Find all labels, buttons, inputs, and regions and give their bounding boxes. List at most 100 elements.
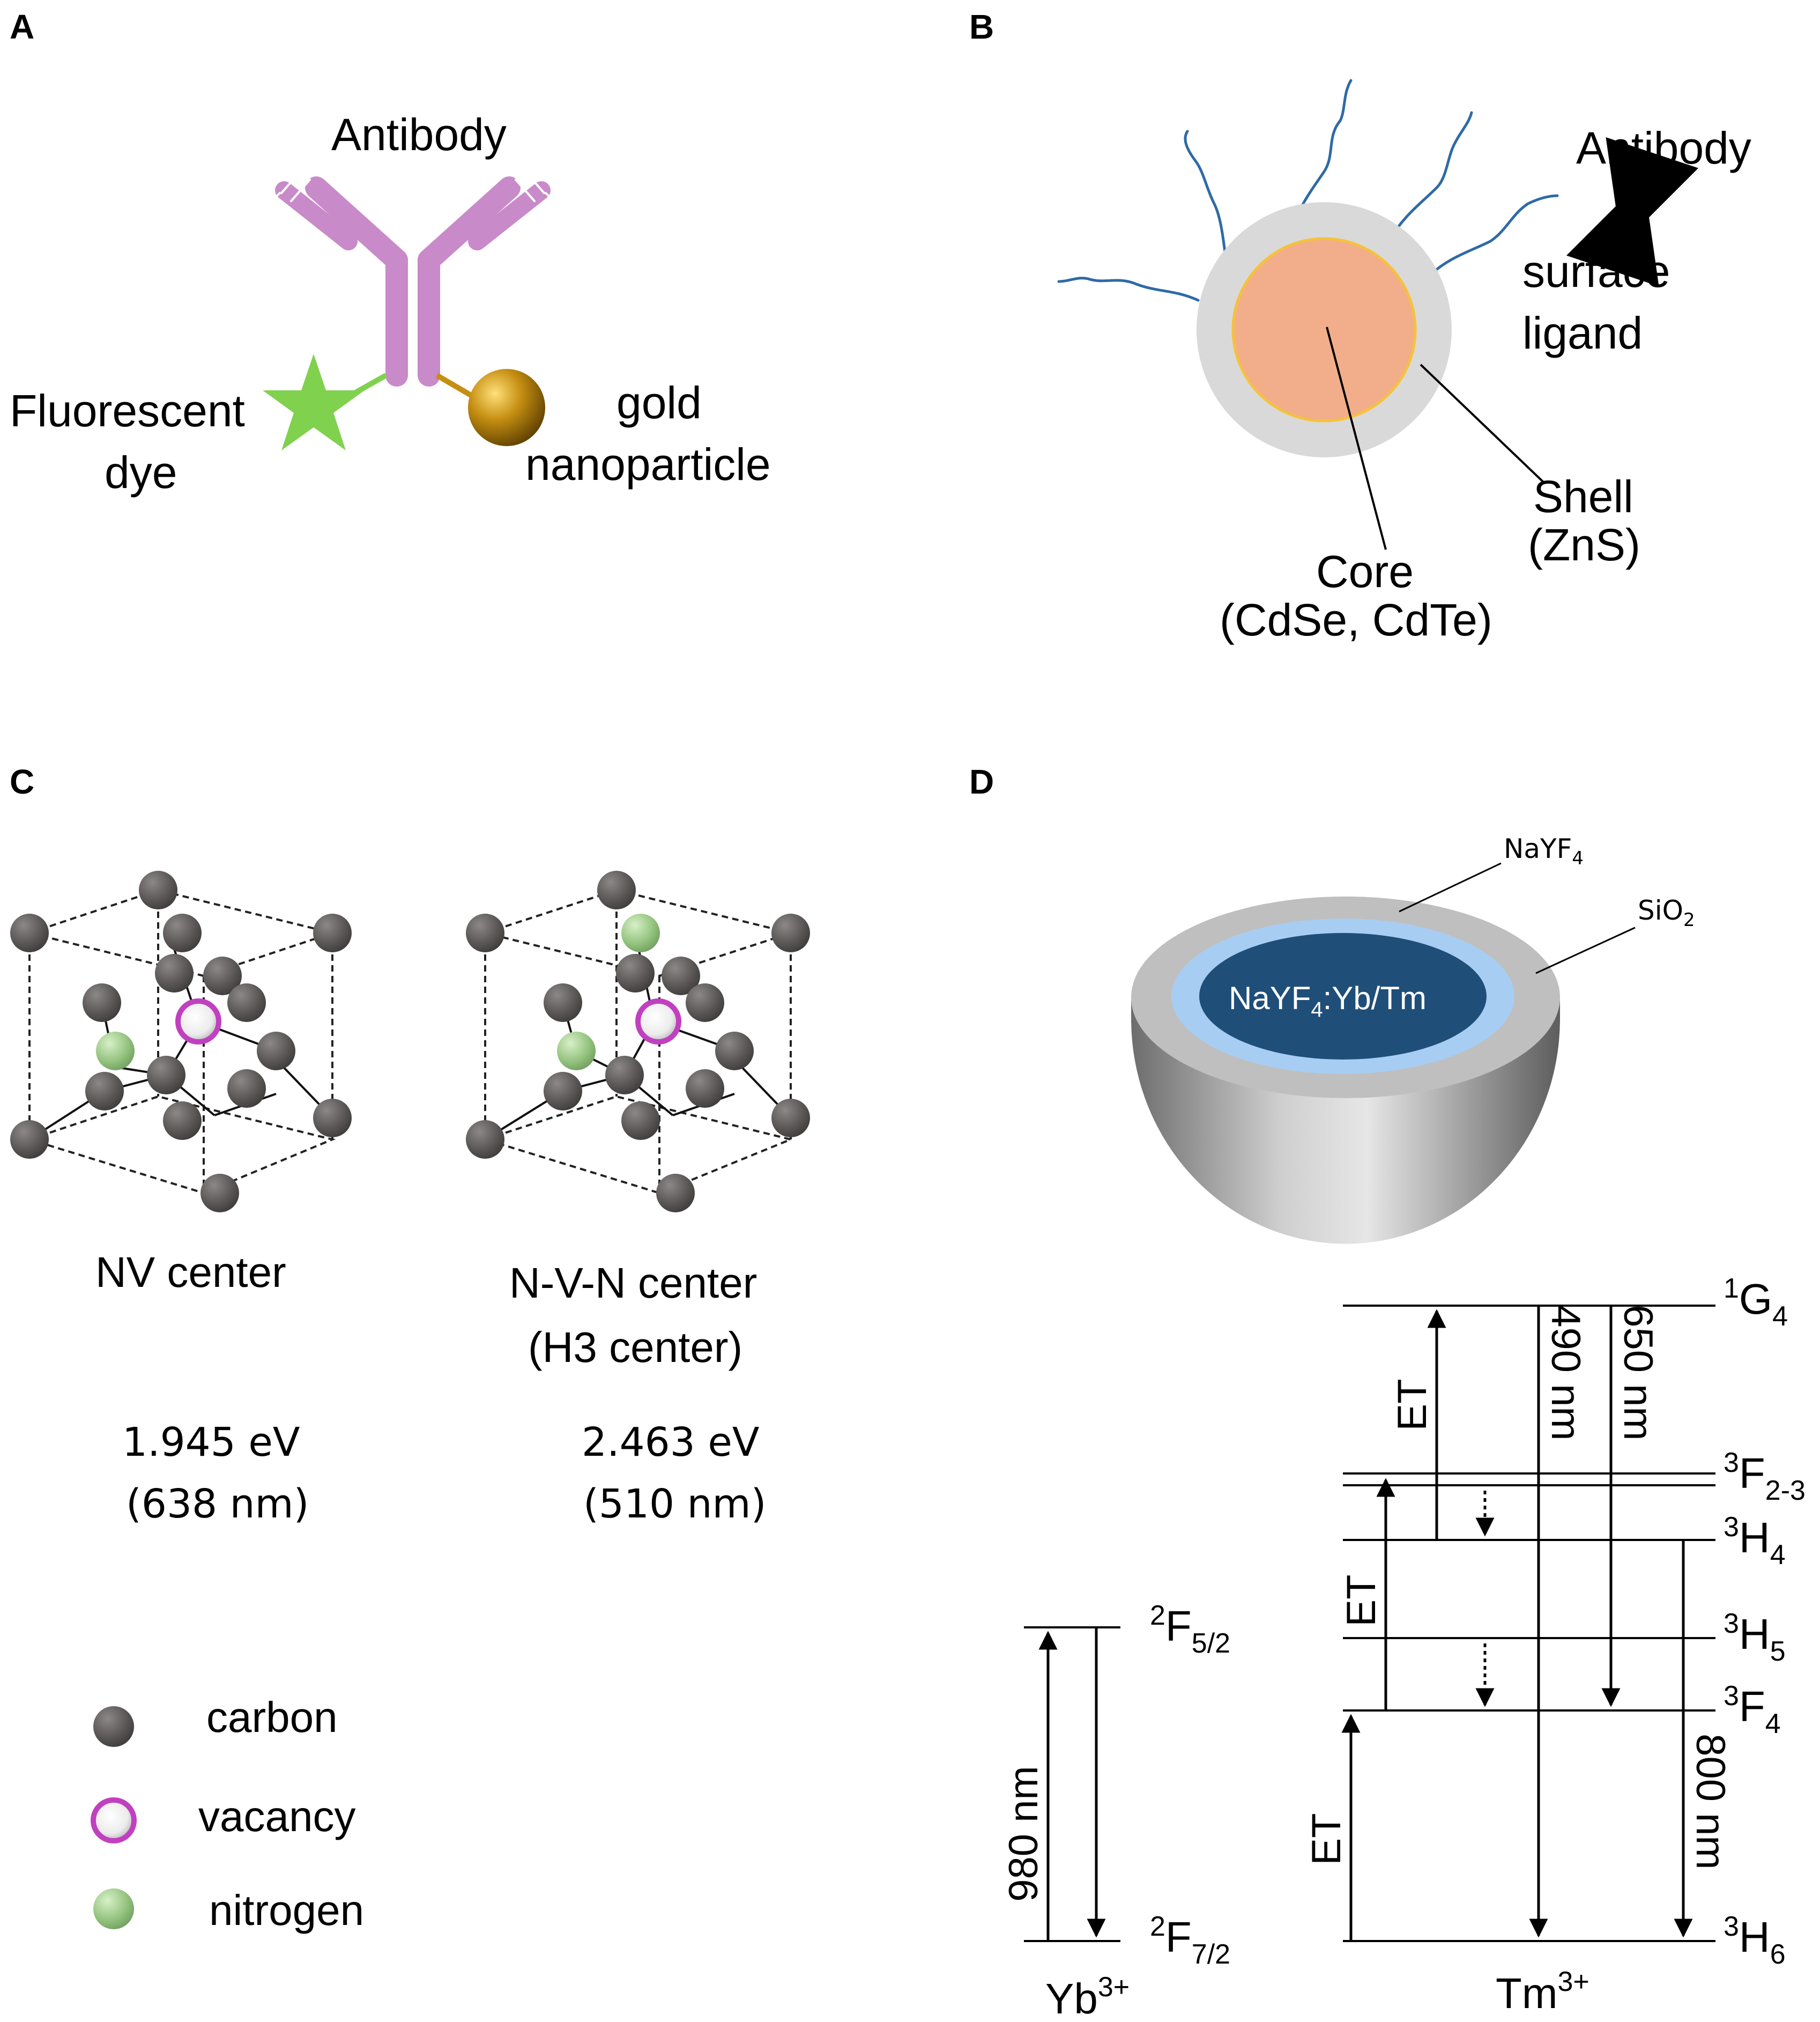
surface-ligand-label-line1: surface: [1522, 246, 1670, 297]
ligand-strand: [1424, 194, 1559, 280]
surface-ligand-label-line2: ligand: [1522, 308, 1643, 358]
et-label-1: ET: [1304, 1813, 1349, 1865]
antibody-light-chain-right: [468, 181, 551, 250]
vacancy-site: [175, 998, 221, 1045]
carbon-atom: [656, 1174, 695, 1212]
tm-ion-label: Tm3+: [1496, 1966, 1589, 2017]
nvn-energy: 2.463 eV: [582, 1419, 760, 1465]
emission-800-label: 800 nm: [1688, 1734, 1733, 1870]
ligand-strand: [1184, 130, 1227, 254]
energy-level-lines: [1024, 1305, 1715, 1942]
carbon-atom: [163, 1101, 202, 1140]
carbon-atom: [10, 1120, 49, 1159]
silica-pointer-line: [1535, 927, 1636, 974]
antibody-shape: [256, 171, 569, 387]
panel-a: A Antibody Fluorescent dye gold nanopart…: [10, 8, 771, 498]
nayf4-label: NaYF4: [1504, 833, 1584, 869]
carbon-atom: [686, 1069, 724, 1108]
term-1g4: 1G4: [1724, 1273, 1788, 1332]
legend-vacancy-marker: [91, 1797, 137, 1843]
nvn-atoms: [466, 871, 810, 1212]
antibody-arm-left: [305, 176, 408, 271]
surface-ligands: [1057, 79, 1559, 302]
panel-c-letter: C: [10, 762, 34, 801]
carbon-atom: [544, 1072, 582, 1110]
nayf4-pointer-line: [1399, 862, 1502, 913]
qd-core: [1231, 237, 1417, 423]
carbon-atom: [621, 1101, 660, 1140]
term-3h4: 3H4: [1724, 1512, 1786, 1571]
legend-nitrogen-marker: [93, 1888, 134, 1929]
carbon-atom: [227, 983, 266, 1022]
antibody-label: Antibody: [331, 109, 507, 160]
carbon-atom: [313, 1099, 352, 1137]
term-3f4: 3F4: [1724, 1680, 1781, 1739]
carbon-atom: [686, 983, 724, 1022]
carbon-atom: [605, 1056, 644, 1094]
carbon-atom: [597, 871, 636, 909]
ligand-strand: [1290, 79, 1353, 232]
ucnp-bowl: [1131, 997, 1560, 1244]
carbon-atom: [155, 954, 194, 993]
yb-ion-label: Yb3+: [1045, 1972, 1130, 2022]
gold-linker: [435, 373, 473, 398]
nvn-center-label-line1: N-V-N center: [509, 1259, 757, 1307]
transition-arrows: [1038, 1306, 1693, 1941]
carbon-atom: [715, 1032, 754, 1070]
carbon-atom: [203, 957, 242, 995]
vacancy-site: [635, 998, 681, 1045]
carbon-atom: [257, 1032, 295, 1070]
ligand-strand: [1387, 111, 1473, 243]
term-2f72: 2F7/2: [1150, 1911, 1230, 1970]
b-antibody-label: Antibody: [1576, 123, 1751, 173]
carbon-atom: [163, 914, 202, 952]
fluorescent-dye-star-icon: [263, 354, 365, 450]
nv-wavelength: (638 nm): [126, 1481, 309, 1527]
nvn-wavelength: (510 nm): [583, 1481, 767, 1527]
ligand-strand: [1057, 277, 1200, 302]
carbon-atom: [83, 983, 121, 1022]
panel-c: C: [10, 762, 810, 1934]
emission-650-label: 650 nm: [1615, 1305, 1661, 1441]
panel-a-letter: A: [10, 8, 34, 46]
panel-b-letter: B: [969, 8, 994, 46]
antibody-light-chain-left: [275, 181, 358, 250]
nv-lattice: [10, 871, 352, 1212]
carbon-atom: [662, 957, 700, 995]
et-label-2: ET: [1339, 1574, 1384, 1626]
legend-carbon-marker: [93, 1706, 134, 1747]
ucnp-core-label: NaYF4:Yb/Tm: [1229, 980, 1427, 1021]
legend-nitrogen-label: nitrogen: [209, 1886, 364, 1934]
carbon-atom: [544, 983, 582, 1022]
panel-d-letter: D: [969, 762, 994, 801]
nv-atoms: [10, 871, 352, 1212]
legend-carbon-label: carbon: [206, 1693, 338, 1741]
ucnp-doped-core: [1199, 933, 1487, 1060]
carbon-atom: [227, 1069, 266, 1108]
carbon-atom: [771, 914, 810, 952]
legend-vacancy-label: vacancy: [198, 1793, 355, 1840]
nitrogen-atom: [621, 914, 660, 952]
gold-label-line1: gold: [616, 377, 702, 428]
nvn-lattice: [466, 871, 810, 1212]
carbon-atom: [466, 1120, 504, 1159]
ucnp-hemisphere: [1131, 897, 1560, 1244]
carbon-atom: [616, 954, 655, 993]
panel-d: D NaYF4:Yb/Tm NaYF4 SiO2: [969, 762, 1806, 2022]
nv-energy: 1.945 eV: [122, 1419, 300, 1465]
core-label-line2: (CdSe, CdTe): [1220, 595, 1492, 645]
carbon-atom: [200, 1174, 239, 1212]
carbon-atom: [771, 1099, 810, 1137]
term-3h6: 3H6: [1724, 1911, 1786, 1970]
silica-label: SiO2: [1638, 895, 1695, 931]
carbon-atom: [147, 1056, 185, 1094]
carbon-atom: [10, 914, 49, 952]
gold-nanoparticle-sphere: [468, 369, 545, 446]
fluorescent-dye-label-line1: Fluorescent: [10, 386, 245, 436]
shell-label-line2: (ZnS): [1528, 520, 1640, 570]
nitrogen-atom: [96, 1032, 135, 1070]
carbon-atom: [466, 914, 504, 952]
fluorescent-dye-label-line2: dye: [105, 447, 177, 498]
et-label-3: ET: [1390, 1379, 1435, 1431]
